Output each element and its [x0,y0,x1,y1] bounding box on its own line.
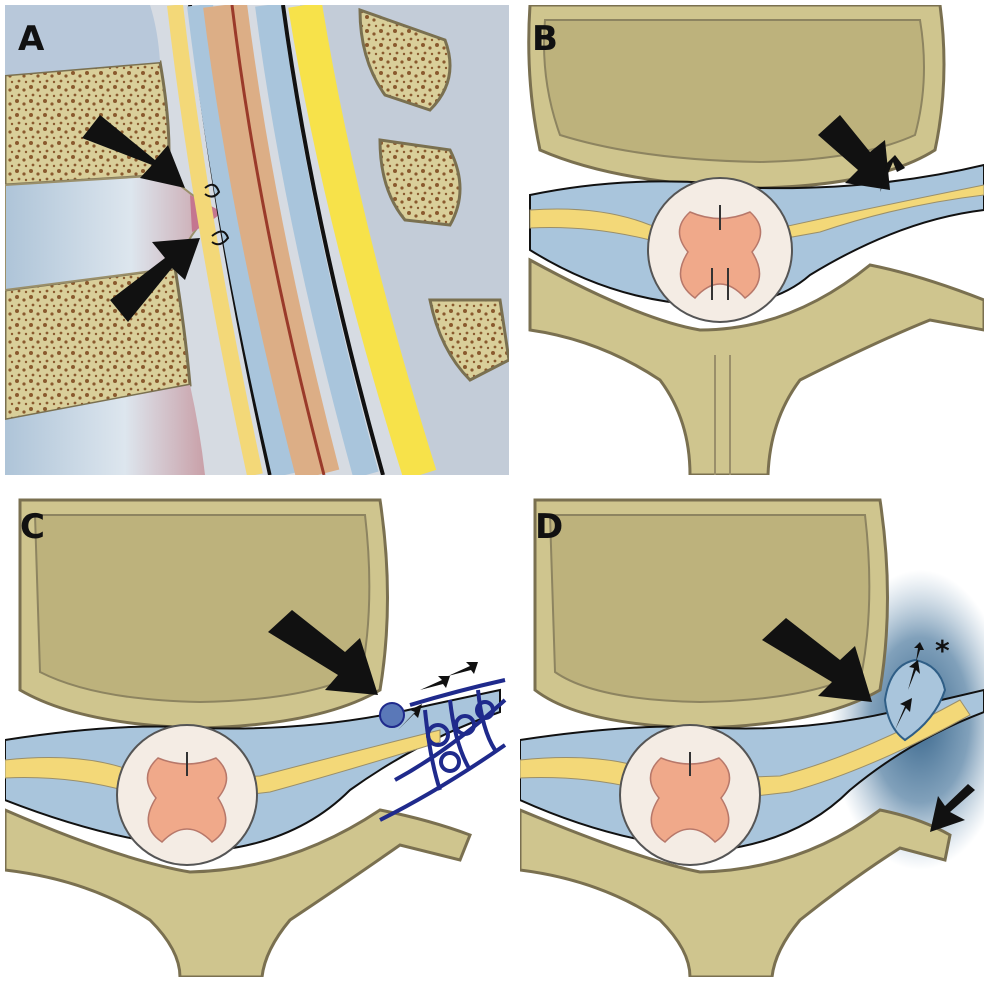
vertebral-body-inner [35,515,369,702]
panel-b: B [520,5,984,475]
panel-label-d: D [535,507,563,547]
panel-a: A [5,5,509,475]
panel-d: * D [520,490,989,977]
vertebral-body-inner [544,20,924,162]
panel-label-b: B [532,19,558,59]
panel-c: C [5,490,509,977]
panel-label-a: A [18,19,45,59]
meningeal-diverticulum [380,703,404,727]
asterisk-icon: * [935,634,950,667]
vertebral-body-upper [5,62,169,185]
panel-label-c: C [20,507,45,547]
